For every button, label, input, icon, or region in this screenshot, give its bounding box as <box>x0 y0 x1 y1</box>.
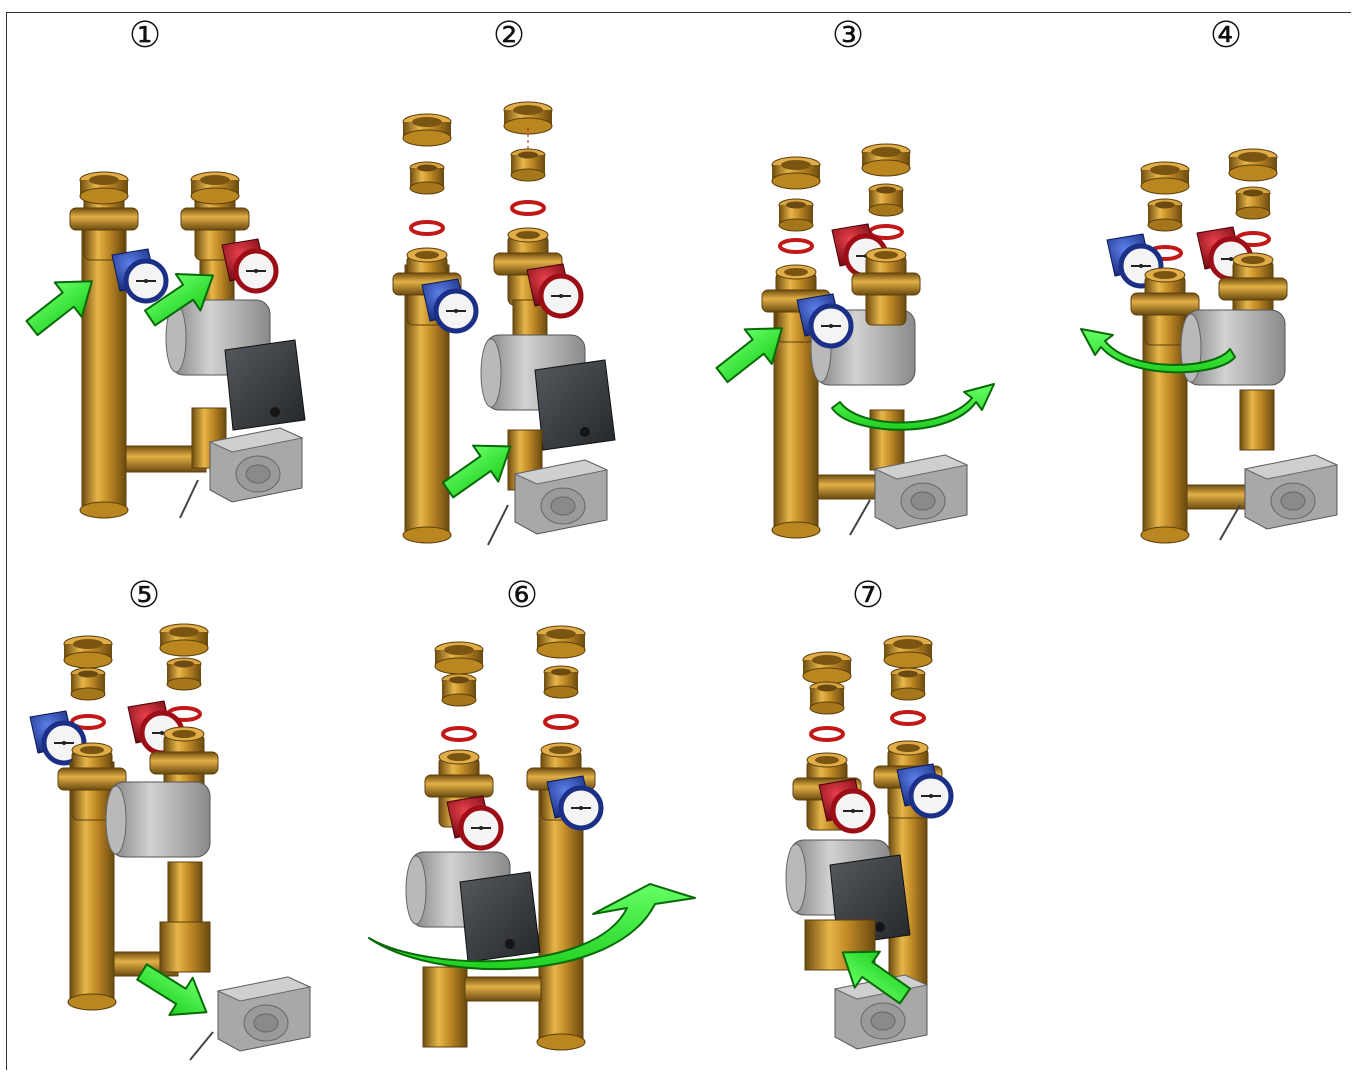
step-number-1: ① <box>128 15 162 56</box>
assembly <box>405 625 601 1051</box>
rotate-arrow-icon <box>368 883 696 971</box>
assembly <box>69 171 306 519</box>
step-7-illustration <box>785 635 975 1050</box>
assembly <box>392 101 616 546</box>
assembly <box>30 623 311 1061</box>
step-5-illustration <box>28 623 311 1061</box>
step-number-5: ⑤ <box>127 575 161 616</box>
step-3-illustration <box>707 143 995 539</box>
step-6-illustration <box>368 625 696 1051</box>
assembly <box>785 635 951 1050</box>
step-number-6: ⑥ <box>505 575 539 616</box>
step-number-4: ④ <box>1209 15 1243 56</box>
rotate-arrow-icon <box>831 383 995 431</box>
rotate-arrow-icon <box>1080 328 1236 374</box>
assembly <box>1107 148 1338 544</box>
step-number-2: ② <box>492 15 526 56</box>
step-number-3: ③ <box>831 15 865 56</box>
diagram-frame <box>6 12 1351 1070</box>
assembly <box>761 143 968 539</box>
step-1-illustration <box>17 171 306 519</box>
step-number-7: ⑦ <box>851 575 885 616</box>
step-4-illustration <box>1080 148 1338 544</box>
step-2-illustration <box>392 101 616 546</box>
